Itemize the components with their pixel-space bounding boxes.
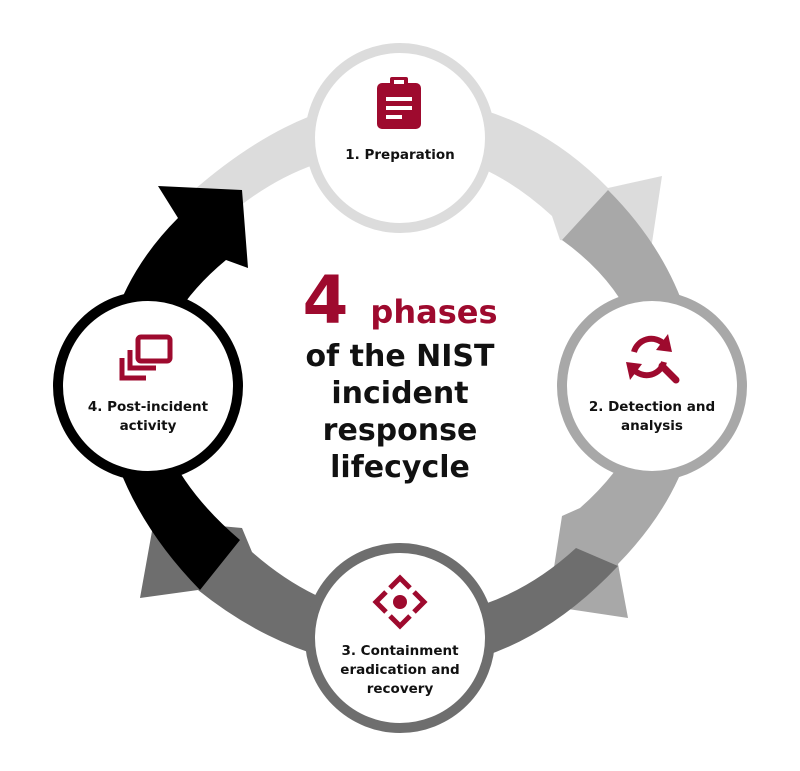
windows-stack-icon (119, 334, 173, 381)
headline-number: 4 (302, 262, 349, 339)
phase-3-circle (305, 543, 495, 733)
headline-line-2: incident (331, 376, 469, 411)
phase-3-label: 3. Containment eradication and recovery (315, 642, 485, 699)
headline-number-line: 4 phases (260, 268, 540, 338)
arc-containment-to-post-incident (140, 520, 618, 670)
phase-2-label-line-2: analysis (621, 418, 683, 434)
phase-4-label-line-2: activity (119, 418, 177, 434)
refresh-search-icon (626, 334, 680, 384)
clipboard-icon (377, 77, 421, 129)
phase-3-label-line-1: 3. Containment (341, 643, 459, 659)
headline-line-3: response (322, 413, 478, 448)
phase-2-circle (557, 291, 747, 481)
phase-4-label: 4. Post-incident activity (63, 398, 233, 436)
phase-1-label-line: 1. Preparation (345, 147, 455, 163)
diagram-headline: 4 phases of the NIST incident response l… (260, 268, 540, 486)
headline-phases-word: phases (370, 293, 498, 331)
headline-line-4: lifecycle (330, 450, 470, 485)
arc-post-incident-to-preparation (100, 186, 248, 590)
phase-1-label: 1. Preparation (310, 146, 490, 165)
headline-line-1: of the NIST (305, 339, 495, 374)
phase-2-label: 2. Detection and analysis (567, 398, 737, 436)
phase-1-circle (305, 43, 495, 233)
phase-4-circle (53, 291, 243, 481)
move-arrows-icon (372, 574, 428, 630)
phase-3-label-line-3: recovery (366, 681, 434, 697)
phase-3-label-line-2: eradication and (340, 662, 460, 678)
phase-4-label-line-1: 4. Post-incident (87, 399, 209, 415)
phase-2-label-line-1: 2. Detection and (588, 399, 716, 415)
